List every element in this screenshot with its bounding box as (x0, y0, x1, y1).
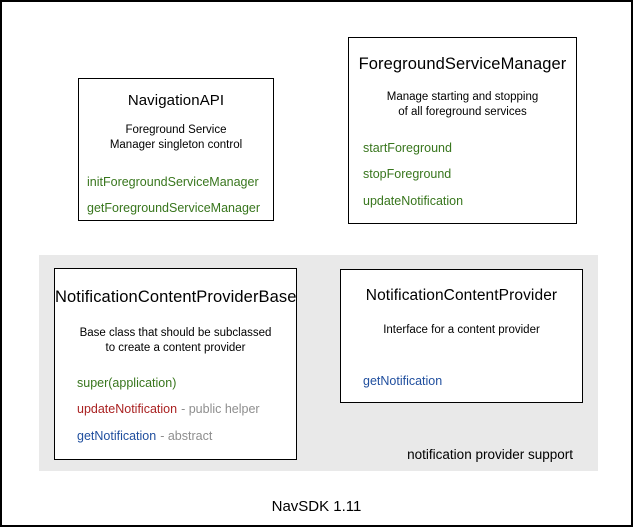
box-description-foreground-service-manager: Manage starting and stopping of all fore… (349, 90, 576, 120)
description-line: Manage starting and stopping (386, 91, 539, 103)
diagram-caption: NavSDK 1.11 (271, 498, 362, 515)
box-description-navigation-api: Foreground Service Manager singleton con… (79, 123, 273, 153)
method-stop-foreground: stopForeground (363, 167, 452, 181)
method-note: - public helper (181, 402, 260, 416)
box-title-foreground-service-manager: ForegroundServiceManager (358, 55, 567, 73)
description-line: Interface for a content provider (383, 324, 540, 336)
class-box-navigation-api: NavigationAPI Foreground Service Manager… (78, 78, 274, 221)
box-title-notification-content-provider-base: NotificationContentProviderBase (55, 288, 297, 306)
method-label: getNotification (77, 429, 157, 443)
box-title-notification-content-provider: NotificationContentProvider (365, 287, 558, 304)
description-line: of all foreground services (398, 106, 527, 118)
method-note: - abstract (160, 429, 213, 443)
method-init-foreground-service-manager: initForegroundServiceManager (87, 175, 259, 189)
description-line: Foreground Service (125, 124, 227, 136)
description-line: to create a content provider (105, 342, 246, 354)
box-description-notification-content-provider: Interface for a content provider (341, 323, 582, 338)
method-get-notification: getNotification- abstract (77, 429, 212, 443)
method-update-notification: updateNotification (363, 194, 464, 208)
method-get-foreground-service-manager: getForegroundServiceManager (87, 201, 261, 215)
box-title-navigation-api: NavigationAPI (127, 92, 225, 109)
region-label: notification provider support (407, 447, 573, 462)
class-box-notification-content-provider: NotificationContentProvider Interface fo… (340, 269, 583, 403)
description-line: Base class that should be subclassed (79, 327, 272, 339)
method-start-foreground: startForeground (363, 141, 452, 155)
class-box-foreground-service-manager: ForegroundServiceManager Manage starting… (348, 37, 577, 224)
method-super-application: super(application) (77, 376, 176, 390)
method-label: super(application) (77, 376, 177, 390)
class-box-notification-content-provider-base: NotificationContentProviderBase Base cla… (54, 268, 297, 460)
method-get-notification: getNotification (363, 374, 443, 388)
method-update-notification: updateNotification- public helper (77, 402, 260, 416)
method-label: updateNotification (77, 402, 178, 416)
box-description-notification-content-provider-base: Base class that should be subclassed to … (55, 326, 296, 356)
description-line: Manager singleton control (109, 139, 243, 151)
